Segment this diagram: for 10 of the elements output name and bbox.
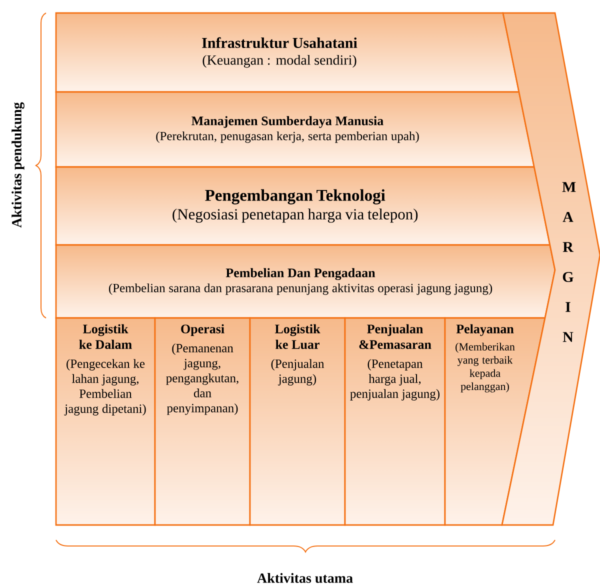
support-activity-band: Pengembangan Teknologi (Negosiasi penetapan harga via telepon) <box>55 166 551 246</box>
primary-activity-column: Logistik ke Luar (Penjualan jagung) <box>249 317 346 526</box>
axis-label: Aktivitas utama <box>257 573 353 583</box>
primary-activity-column: Penjualan &Pemasaran (Penetapan harga jual, penjualan jagung) <box>344 317 446 526</box>
support-activity-band: Infrastruktur Usahatani (Keuangan : modal sendiri) <box>55 12 520 93</box>
axis-label: Aktivitas pendukung <box>12 102 24 228</box>
primary-activity-column: Logistik ke Dalam (Pengecekan ke lahan jagung, Pembelian jagung dipetani) <box>55 317 156 526</box>
support-activity-band: Pembelian Dan Pengadaan (Pembelian sarana dan prasarana penunjang aktivitas operasi jagung jagung) <box>55 244 556 319</box>
primary-activity-column: Operasi (Pemanenan jagung, pengangkutan, dan penyimpanan) <box>154 317 251 526</box>
support-activity-band: Manajemen Sumberdaya Manusia (Perekrutan, penugasan kerja, serta pemberian upah) <box>55 91 536 168</box>
